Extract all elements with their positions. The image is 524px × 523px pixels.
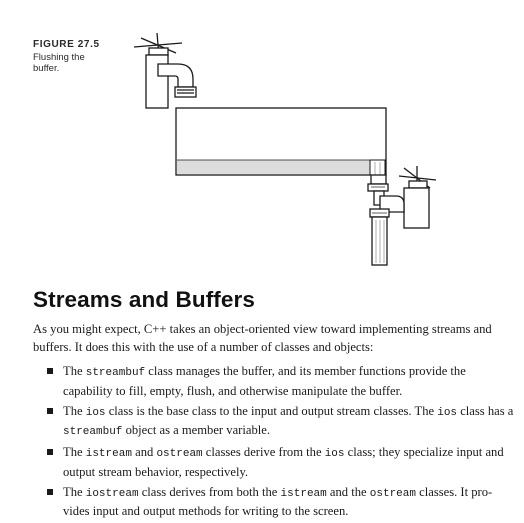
bullet-text: class manages the buffer, and its member… bbox=[63, 364, 466, 398]
code-term: streambuf bbox=[85, 367, 146, 379]
code-term: istream bbox=[280, 487, 327, 500]
figure-label: FIGURE 27.5 bbox=[33, 39, 100, 50]
figure-caption: FIGURE 27.5 Flushing the buffer. bbox=[33, 38, 133, 74]
intro-paragraph: As you might expect, C++ takes an object… bbox=[33, 320, 513, 356]
figure-caption-text: Flushing the buffer. bbox=[33, 52, 133, 74]
code-term: ios bbox=[324, 448, 345, 460]
code-term: ostream bbox=[156, 448, 203, 460]
code-term: iostream bbox=[85, 487, 139, 500]
figure-caption-line: Flushing the bbox=[33, 52, 85, 63]
buffer-tank bbox=[175, 107, 387, 176]
bullet-item: The streambuf class manages the buffer, … bbox=[47, 363, 515, 400]
square-bullet-icon bbox=[47, 449, 53, 455]
square-bullet-icon bbox=[47, 407, 53, 414]
bullet-text: class has a bbox=[457, 403, 514, 418]
bullet-list: The streambuf class manages the buffer, … bbox=[47, 363, 515, 523]
square-bullet-icon bbox=[47, 368, 53, 374]
bullet-text: class; they specialize input and output … bbox=[63, 445, 504, 479]
bullet-text: The bbox=[63, 484, 86, 499]
buffer-flush-illustration bbox=[133, 32, 437, 266]
square-bullet-icon bbox=[47, 488, 53, 495]
code-term: streambuf bbox=[63, 426, 123, 438]
bullet-text: class is the base class to the input and… bbox=[105, 403, 438, 418]
code-term: ios bbox=[437, 406, 458, 419]
code-term: ios bbox=[85, 406, 106, 419]
bullet-text: and bbox=[131, 445, 157, 459]
bullet-text: object as a member variable. bbox=[122, 423, 270, 437]
bullet-text: The bbox=[63, 403, 86, 418]
bullet-text: classes derive from the bbox=[202, 445, 325, 459]
input-faucet-icon bbox=[133, 32, 197, 109]
bullet-text: and the bbox=[326, 484, 370, 499]
bullet-text: The bbox=[63, 364, 86, 378]
bullet-item: The ios class is the base class to the i… bbox=[47, 403, 515, 442]
code-term: ostream bbox=[369, 487, 416, 500]
bullet-text: class derives from both the bbox=[138, 484, 281, 499]
figure-caption-line: buffer. bbox=[33, 63, 60, 74]
bullet-item: The istream and ostream classes derive f… bbox=[47, 444, 515, 481]
intro-line: and buffers. It does this with the use o… bbox=[33, 322, 492, 354]
section-heading: Streams and Buffers bbox=[33, 287, 255, 312]
bullet-text: The bbox=[63, 445, 86, 459]
code-term: istream bbox=[85, 448, 132, 460]
output-faucet-icon bbox=[367, 166, 437, 266]
intro-line: As you might expect, C++ takes an object… bbox=[33, 322, 471, 336]
